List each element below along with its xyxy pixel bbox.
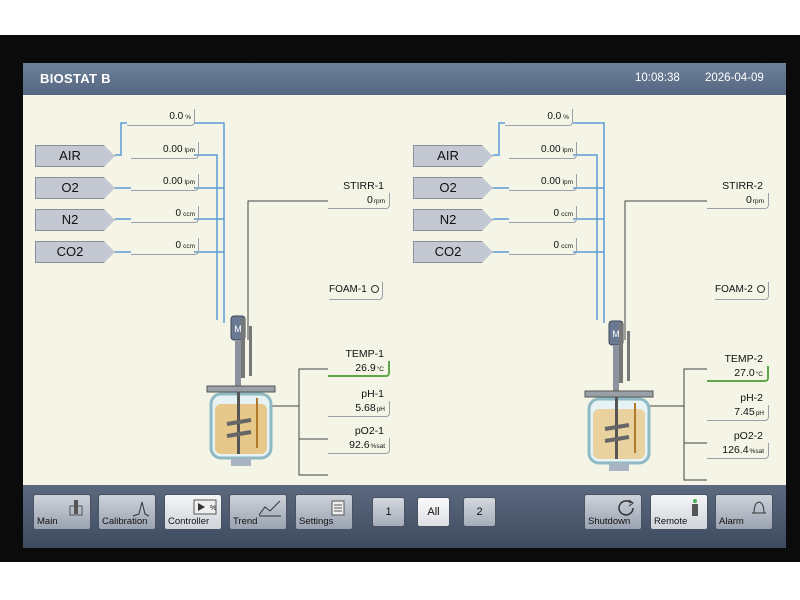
bioreactor-vessel-2[interactable]: M: [579, 317, 659, 487]
po2-readout-1[interactable]: pO2-1 92.6%sat: [328, 425, 390, 454]
settings-icon: [328, 498, 348, 521]
unit-1-button[interactable]: 1: [372, 497, 405, 527]
clock-time: 10:08:38: [635, 72, 680, 84]
shutdown-button[interactable]: Shutdown: [584, 494, 642, 530]
remote-button[interactable]: Remote: [650, 494, 708, 530]
foam-indicator-2[interactable]: FOAM-2: [715, 282, 769, 300]
nav-calibration-button[interactable]: Calibration: [98, 494, 156, 530]
stirrer-readout-1[interactable]: STIRR-1 0rpm: [328, 180, 390, 209]
ph-label-2: pH-2: [740, 392, 763, 404]
ph-readout-2[interactable]: pH-2 7.45pH: [707, 392, 769, 421]
nav-controller-button[interactable]: % Controller: [164, 494, 222, 530]
calibration-icon: [131, 498, 151, 521]
svg-text:%: %: [210, 505, 216, 512]
app-title: BIOSTAT B: [40, 71, 111, 86]
alarm-button[interactable]: Alarm: [715, 494, 773, 530]
piping-lines: [115, 122, 707, 481]
gas-air-button-2[interactable]: AIR: [413, 145, 493, 167]
hmi-screen: BIOSTAT B 10:08:38 2026-04-09 0.0%: [23, 63, 786, 548]
stirrer-label-1: STIRR-1: [343, 180, 384, 192]
gas-mix-value-1[interactable]: 0.0%: [127, 109, 195, 126]
ph-readout-1[interactable]: pH-1 5.68pH: [328, 388, 390, 417]
clock-date: 2026-04-09: [705, 72, 764, 84]
po2-label-1: pO2-1: [354, 425, 384, 437]
gas-co2-button-2[interactable]: CO2: [413, 241, 493, 263]
controller-icon: %: [193, 498, 217, 519]
gas-co2-button-1[interactable]: CO2: [35, 241, 115, 263]
temp-label-2: TEMP-2: [724, 353, 763, 365]
unit-all-button[interactable]: All: [417, 497, 450, 527]
unit-2-button[interactable]: 2: [463, 497, 496, 527]
po2-readout-2[interactable]: pO2-2 126.4%sat: [707, 430, 769, 459]
vessel-icon: [66, 498, 86, 521]
svg-text:M: M: [612, 329, 620, 339]
gas-o2-button-2[interactable]: O2: [413, 177, 493, 199]
foam-status-icon-1: [370, 285, 379, 293]
nav-main-button[interactable]: Main: [33, 494, 91, 530]
foam-status-icon-2: [756, 285, 765, 293]
svg-text:M: M: [234, 324, 242, 334]
stirrer-readout-2[interactable]: STIRR-2 0rpm: [707, 180, 769, 209]
temp-readout-1[interactable]: TEMP-1 26.9°C: [328, 348, 390, 377]
bioreactor-vessel-1[interactable]: M: [201, 312, 281, 482]
temp-label-1: TEMP-1: [345, 348, 384, 360]
remote-icon: [687, 498, 703, 521]
po2-label-2: pO2-2: [733, 430, 763, 442]
gas-air-button-1[interactable]: AIR: [35, 145, 115, 167]
shutdown-icon: [617, 498, 637, 521]
gas-n2-button-1[interactable]: N2: [35, 209, 115, 231]
ph-label-1: pH-1: [361, 388, 384, 400]
gas-mix-value-2[interactable]: 0.0%: [505, 109, 573, 126]
trend-icon: [258, 498, 282, 521]
nav-settings-button[interactable]: Settings: [295, 494, 353, 530]
nav-trend-button[interactable]: Trend: [229, 494, 287, 530]
gas-o2-button-1[interactable]: O2: [35, 177, 115, 199]
bottom-navigation: Main Calibration % Controller Trend Sett…: [23, 485, 786, 548]
gas-n2-button-2[interactable]: N2: [413, 209, 493, 231]
temp-readout-2[interactable]: TEMP-2 27.0°C: [707, 353, 769, 382]
title-bar: BIOSTAT B 10:08:38 2026-04-09: [23, 63, 786, 95]
stirrer-label-2: STIRR-2: [722, 180, 763, 192]
foam-indicator-1[interactable]: FOAM-1: [329, 282, 383, 300]
bell-icon: [750, 498, 768, 521]
